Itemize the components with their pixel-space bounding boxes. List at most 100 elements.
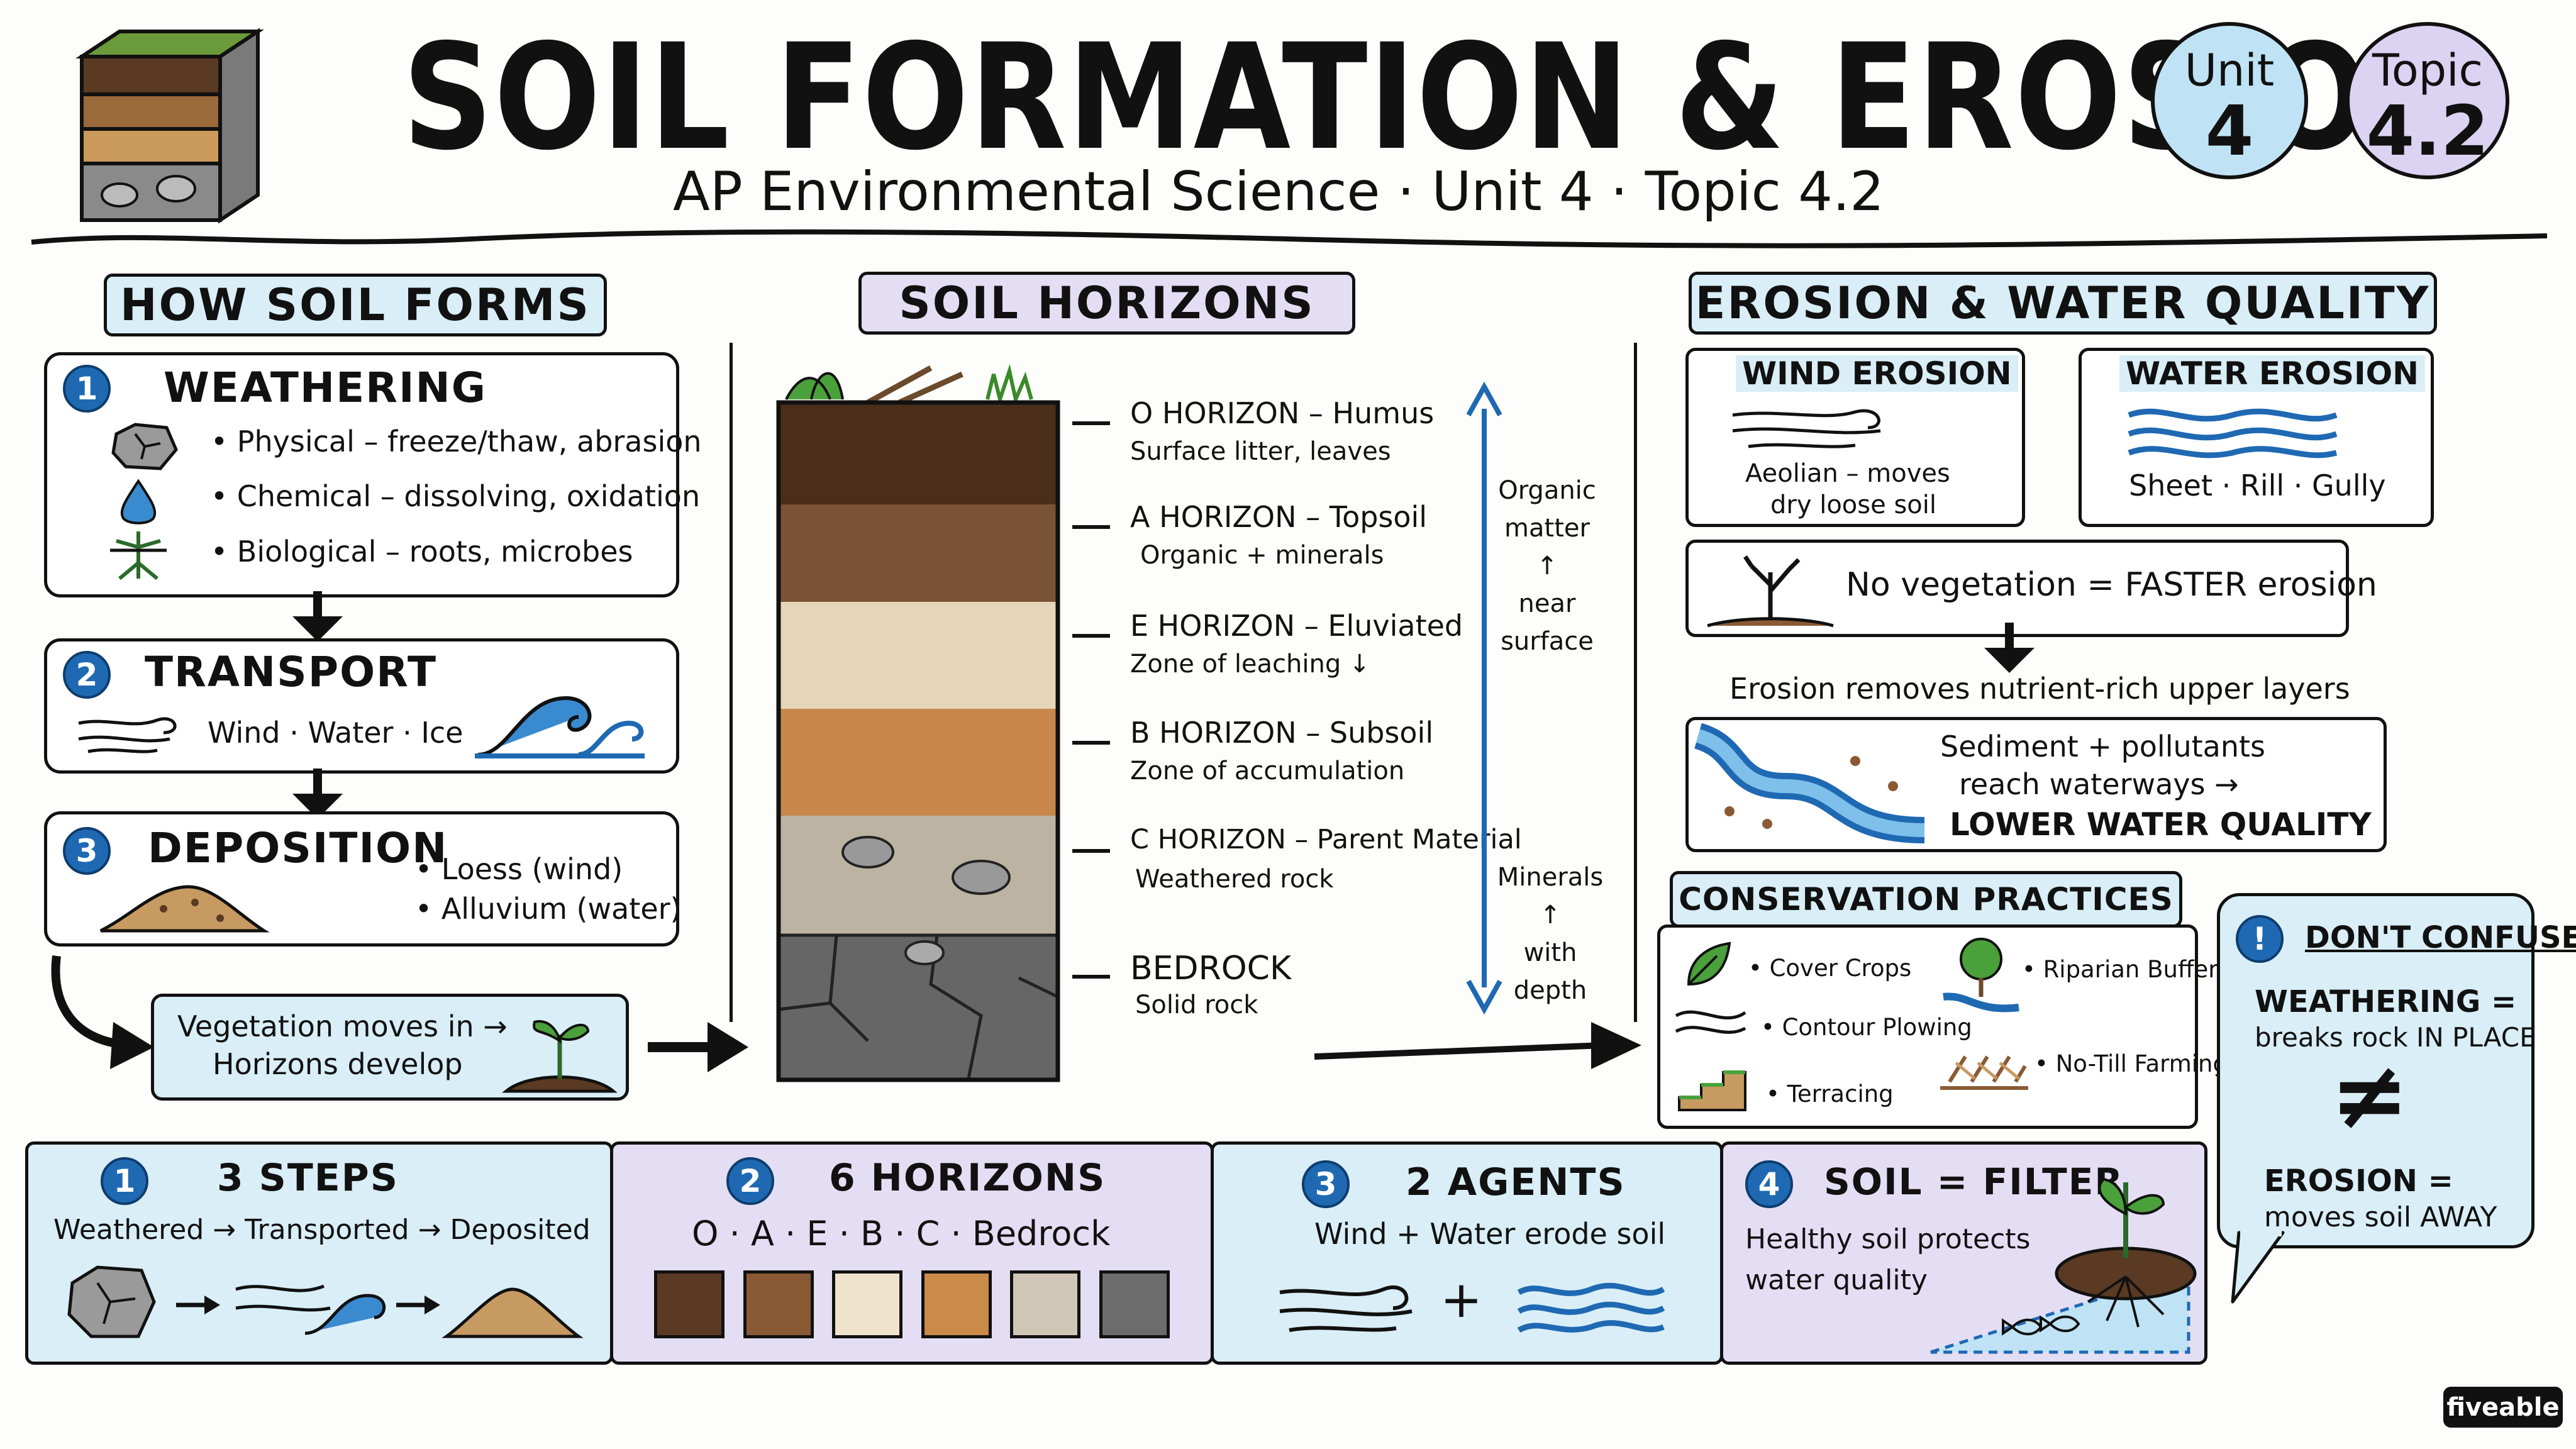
- summary-4-text-2: water quality: [1745, 1264, 1928, 1296]
- weathering-definition-line-2: breaks rock IN PLACE: [2255, 1022, 2536, 1053]
- minerals-note-line: depth: [1513, 976, 1587, 1005]
- wind-icon: [1732, 409, 1881, 448]
- weathering-item-physical: • Physical – freeze/thaw, abrasion: [211, 425, 702, 458]
- arrow-down-icon: [292, 591, 343, 641]
- plant-filter-icon: [1930, 1177, 2197, 1354]
- soil-profile-illustration: [776, 364, 1060, 1082]
- step-2-number: 2: [63, 651, 111, 699]
- deposition-title: DEPOSITION: [148, 824, 448, 872]
- wave-icon: [475, 696, 645, 758]
- conservation-box: [1657, 924, 2198, 1129]
- conservation-item-no-till: • No-Till Farming: [2035, 1050, 2228, 1077]
- horizon-a-desc: Organic + minerals: [1140, 541, 1384, 570]
- horizon-bedrock-name: BEDROCK: [1130, 950, 1292, 987]
- arrow-right-icon: [1314, 1022, 1641, 1069]
- sediment-line-2: reach waterways →: [1959, 767, 2239, 801]
- wind-erosion-title: WIND EROSION: [1736, 355, 2018, 392]
- terrace-icon: [1678, 1070, 1746, 1111]
- leaf-icon: [1687, 941, 1731, 986]
- summary-1-text: Weathered → Transported → Deposited: [53, 1214, 591, 1246]
- conservation-item-terracing: • Terracing: [1766, 1080, 1894, 1108]
- soil-cube-icon: [75, 28, 264, 224]
- summary-1-title: 3 STEPS: [217, 1156, 399, 1200]
- sediment-line-1: Sediment + pollutants: [1940, 730, 2266, 763]
- column-divider: [1634, 343, 1637, 1022]
- wind-erosion-line-1: Aeolian – moves: [1745, 459, 1950, 488]
- not-equal-sign: ≠: [2330, 1041, 2409, 1150]
- organic-note-line: matter ↑: [1504, 514, 1590, 580]
- summary-4-title: SOIL = FILTER: [1824, 1160, 2124, 1203]
- soil-horizons-header: SOIL HORIZONS: [858, 272, 1355, 335]
- topic-badge-label: Topic: [2372, 45, 2484, 96]
- vegetation-line-2: Horizons develop: [213, 1047, 463, 1081]
- weathering-item-biological: • Biological – roots, microbes: [211, 535, 633, 569]
- vegetation-box: [151, 994, 629, 1101]
- weathering-definition-line-1: WEATHERING =: [2255, 984, 2517, 1019]
- vegetation-line-1: Vegetation moves in →: [177, 1009, 508, 1043]
- swatch-e: [832, 1270, 903, 1338]
- curved-arrow-icon: [51, 955, 154, 1069]
- summary-3-title: 2 AGENTS: [1406, 1160, 1626, 1204]
- water-waves-icon: [2128, 408, 2338, 458]
- wind-icon: [1279, 1285, 1413, 1332]
- minerals-note: Minerals ↑ with depth: [1487, 858, 1613, 1009]
- dont-confuse-title: DON'T CONFUSE!: [2305, 920, 2576, 955]
- horizon-a-name: A HORIZON – Topsoil: [1130, 500, 1428, 534]
- summary-3-number: 3: [1302, 1160, 1350, 1208]
- contour-lines-icon: [1675, 1010, 1746, 1034]
- topic-badge: Topic 4.2: [2346, 22, 2509, 179]
- minerals-note-line: with: [1523, 938, 1577, 967]
- water-erosion-title: WATER EROSION: [2119, 355, 2426, 392]
- summary-3-plus: +: [1440, 1270, 1483, 1329]
- sediment-line-3: LOWER WATER QUALITY: [1950, 806, 2372, 843]
- unit-badge: Unit 4: [2151, 22, 2308, 179]
- page-title: SOIL FORMATION & EROSION: [402, 13, 2476, 182]
- summary-3-text: Wind + Water erode soil: [1314, 1217, 1666, 1251]
- swatch-o: [654, 1270, 724, 1338]
- summary-4-number: 4: [1745, 1160, 1793, 1208]
- conservation-item-contour-plowing: • Contour Plowing: [1761, 1014, 1972, 1041]
- dead-tree-icon: [1707, 555, 1834, 628]
- horizon-c-name: C HORIZON – Parent Material: [1130, 824, 1522, 855]
- organic-note: Organic matter ↑ near surface: [1491, 472, 1604, 660]
- deposition-item-loess: • Loess (wind): [415, 852, 623, 886]
- horizon-e-name: E HORIZON – Eluviated: [1130, 609, 1463, 643]
- no-vegetation-text: No vegetation = FASTER erosion: [1846, 566, 2377, 604]
- swatch-c: [1010, 1270, 1081, 1338]
- water-erosion-detail: Sheet · Rill · Gully: [2129, 469, 2386, 502]
- transport-detail: Wind · Water · Ice: [208, 716, 464, 750]
- water-waves-icon: [1517, 1282, 1665, 1333]
- arrow-down-icon: [1984, 623, 2035, 673]
- organic-note-line: near: [1518, 589, 1576, 618]
- summary-1-number: 1: [101, 1157, 148, 1205]
- process-strip-icon: [67, 1265, 584, 1338]
- summary-2-text: O · A · E · B · C · Bedrock: [692, 1214, 1111, 1253]
- arrow-down-icon: [292, 769, 343, 819]
- transport-title: TRANSPORT: [145, 648, 438, 696]
- horizon-o-desc: Surface litter, leaves: [1130, 437, 1391, 466]
- horizon-bedrock-desc: Solid rock: [1135, 991, 1258, 1019]
- step-1-number: 1: [63, 365, 111, 413]
- speech-tail: [2231, 1228, 2285, 1304]
- step-3-number: 3: [63, 827, 111, 875]
- deposition-item-alluvium: • Alluvium (water): [415, 892, 682, 926]
- erosion-removes-text: Erosion removes nutrient-rich upper laye…: [1729, 672, 2350, 706]
- swatch-a: [743, 1270, 814, 1338]
- conservation-header: CONSERVATION PRACTICES: [1670, 871, 2182, 928]
- horizon-c-desc: Weathered rock: [1135, 865, 1334, 894]
- depth-arrow-icon: [1466, 381, 1502, 1015]
- horizon-b-name: B HORIZON – Subsoil: [1130, 716, 1434, 750]
- sprout-icon: [502, 1020, 618, 1093]
- weathering-box: [44, 352, 679, 597]
- sediment-pile-icon: [99, 885, 270, 933]
- title-divider: [31, 229, 2548, 248]
- swatch-bedrock: [1099, 1270, 1170, 1338]
- unit-badge-value: 4: [2205, 91, 2254, 171]
- organic-note-line: Organic: [1498, 476, 1596, 505]
- topic-badge-value: 4.2: [2366, 91, 2489, 171]
- conservation-item-riparian-buffers: • Riparian Buffers: [2022, 956, 2230, 983]
- horizon-o-name: O HORIZON – Humus: [1130, 396, 1435, 430]
- water-drop-icon: [120, 479, 157, 525]
- erosion-definition-line-1: EROSION =: [2264, 1163, 2453, 1199]
- summary-4-text-1: Healthy soil protects: [1745, 1223, 2031, 1255]
